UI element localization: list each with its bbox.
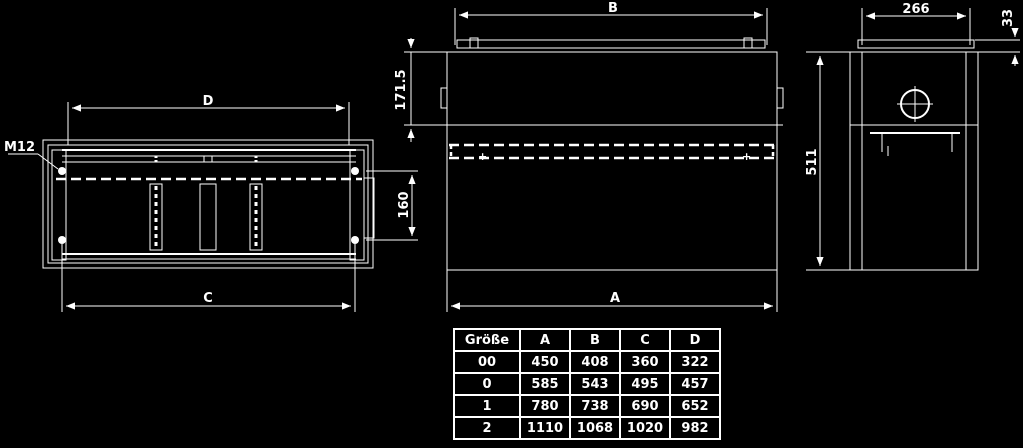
table-cell: 450 xyxy=(519,350,571,374)
side-view: 266 33 511 xyxy=(805,2,1020,271)
label-266: 266 xyxy=(902,2,929,17)
table-cell: 1110 xyxy=(519,416,571,440)
label-c: C xyxy=(203,291,213,306)
table-cell: 408 xyxy=(569,350,621,374)
label-171-5: 171.5 xyxy=(394,69,409,110)
table-cell: 0 xyxy=(453,372,521,396)
table-header: B xyxy=(569,328,621,352)
table-header-row: Größe A B C D xyxy=(453,328,721,352)
label-d: D xyxy=(203,94,214,109)
label-511: 511 xyxy=(805,148,820,175)
label-b: B xyxy=(608,1,618,16)
table-cell: 457 xyxy=(669,372,721,396)
front-view: D M12 xyxy=(4,94,418,312)
table-cell: 1068 xyxy=(569,416,621,440)
table-cell: 585 xyxy=(519,372,571,396)
table-cell: 738 xyxy=(569,394,621,418)
size-table: Größe A B C D 00 450 408 360 322 0 585 5… xyxy=(453,328,721,440)
table-row: 2 1110 1068 1020 982 xyxy=(453,416,721,440)
table-cell: 1020 xyxy=(619,416,671,440)
table-cell: 360 xyxy=(619,350,671,374)
table-cell: 495 xyxy=(619,372,671,396)
table-cell: 543 xyxy=(569,372,621,396)
label-a: A xyxy=(610,291,620,306)
table-cell: 652 xyxy=(669,394,721,418)
svg-text:+: + xyxy=(478,150,487,163)
label-m12: M12 xyxy=(4,140,35,155)
svg-text:+: + xyxy=(742,150,751,163)
label-33: 33 xyxy=(1001,9,1016,27)
table-cell: 2 xyxy=(453,416,521,440)
table-cell: 00 xyxy=(453,350,521,374)
label-160: 160 xyxy=(397,191,412,218)
table-cell: 690 xyxy=(619,394,671,418)
table-header: Größe xyxy=(453,328,521,352)
table-cell: 982 xyxy=(669,416,721,440)
table-header: C xyxy=(619,328,671,352)
table-cell: 322 xyxy=(669,350,721,374)
table-header: A xyxy=(519,328,571,352)
table-cell: 1 xyxy=(453,394,521,418)
table-header: D xyxy=(669,328,721,352)
table-row: 00 450 408 360 322 xyxy=(453,350,721,374)
table-cell: 780 xyxy=(519,394,571,418)
housing-front-view: B + + 171.5 A xyxy=(394,1,784,312)
table-row: 1 780 738 690 652 xyxy=(453,394,721,418)
table-row: 0 585 543 495 457 xyxy=(453,372,721,396)
